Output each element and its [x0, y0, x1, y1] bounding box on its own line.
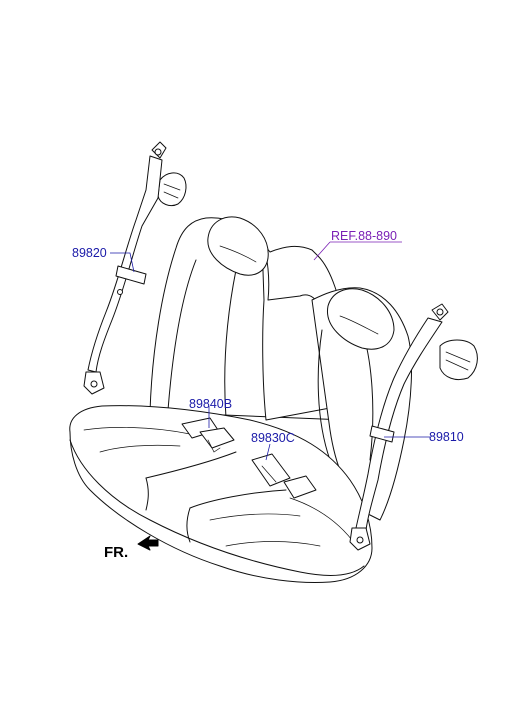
seat-back — [149, 217, 412, 521]
part-label-89810: 89810 — [429, 430, 464, 444]
headrest-left — [207, 216, 269, 276]
front-direction-arrow-icon — [137, 535, 159, 551]
part-label-89840b: 89840B — [189, 397, 232, 411]
headrest-right — [327, 288, 395, 350]
buckle-center — [251, 453, 317, 499]
ref-label: REF.88-890 — [331, 229, 397, 243]
part-label-89820: 89820 — [72, 246, 107, 260]
leader-lines — [110, 241, 430, 461]
right-seat-belt-retractor — [349, 303, 478, 551]
seat-cushion — [69, 405, 373, 583]
left-seat-belt-retractor — [83, 141, 187, 395]
part-label-89830c: 89830C — [251, 431, 295, 445]
front-label: FR. — [104, 544, 128, 561]
